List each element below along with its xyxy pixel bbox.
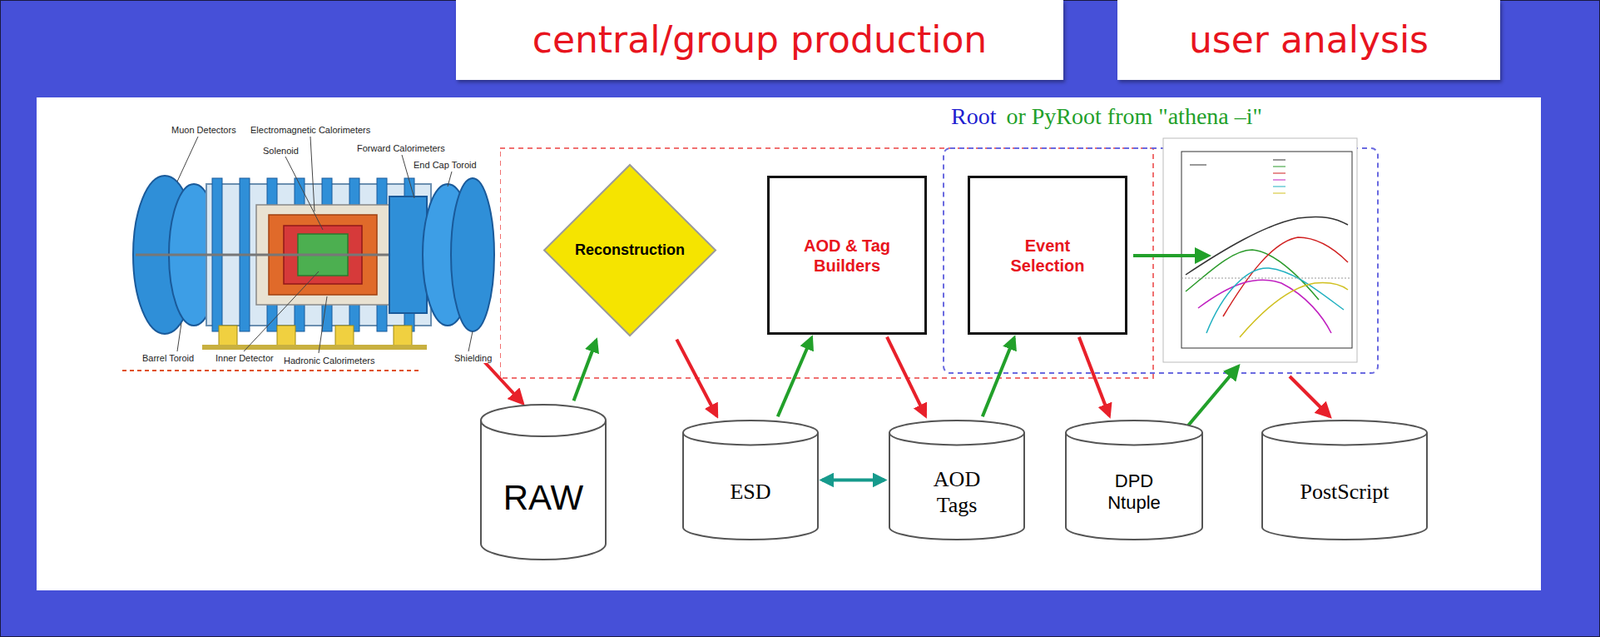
tool-note: Root (950, 103, 997, 130)
diamond-shape (544, 164, 716, 336)
part-label: Shielding (453, 352, 493, 363)
cylinder-rim (1262, 432, 1427, 446)
flow-arrow (1079, 336, 1110, 416)
flow-arrow (822, 478, 885, 482)
node-text: user analysis (1188, 18, 1429, 63)
data-store: DPD Ntuple (1064, 418, 1204, 541)
process-box: AOD & Tag Builders (767, 175, 927, 335)
data-store: RAW (479, 402, 608, 561)
section-header: user analysis (1117, 0, 1501, 80)
node-text: RAW (503, 476, 584, 519)
cylinder-rim (480, 420, 606, 436)
cylinder-rim (889, 432, 1025, 446)
cylinder-body (480, 404, 606, 560)
node-text: Event Selection (1001, 235, 1094, 276)
part-label: Electromagnetic Calorimeters (249, 124, 372, 135)
flow-arrow (886, 336, 926, 417)
cylinder-body (683, 420, 818, 540)
atlas-detector (118, 104, 501, 380)
tool-note: or PyRoot from "athena –i" (1005, 103, 1263, 130)
flow-arrow (574, 340, 597, 401)
node-text: PostScript (1300, 478, 1390, 505)
result-plot (1163, 138, 1358, 362)
node-text: AOD Tags (919, 465, 995, 518)
flow-arrow (982, 337, 1015, 417)
process-diamond: Reconstruction (542, 163, 718, 337)
cylinder-rim (683, 432, 818, 446)
part-label: End Cap Toroid (412, 159, 478, 170)
part-label: Muon Detectors (170, 124, 238, 135)
flow-arrow (1289, 376, 1330, 417)
flow-arrow (777, 337, 813, 417)
process-box: Event Selection (967, 175, 1128, 335)
cylinder-rim (1065, 432, 1203, 446)
part-label: Forward Calorimeters (356, 143, 446, 154)
flow-arrow (480, 357, 523, 403)
production-region (500, 148, 1154, 378)
node-text: Reconstruction (574, 241, 685, 260)
node-text: ESD (729, 478, 771, 505)
part-label: Barrel Toroid (141, 352, 195, 363)
node-text: AOD & Tag Builders (792, 235, 902, 276)
node-text: DPD Ntuple (1092, 470, 1176, 515)
cylinder-body (889, 420, 1025, 540)
data-store: AOD Tags (887, 418, 1026, 541)
part-label: Inner Detector (214, 352, 275, 363)
cylinder-body (1262, 420, 1427, 540)
part-label: Solenoid (262, 145, 300, 156)
section-header: central/group production (455, 0, 1064, 80)
flow-arrow (1133, 253, 1209, 258)
part-label: Hadronic Calorimeters (282, 355, 376, 366)
dashed-underline (122, 369, 419, 372)
node-text: central/group production (532, 18, 988, 63)
data-store: PostScript (1260, 418, 1429, 541)
cylinder-body (1065, 420, 1203, 540)
flow-arrow (676, 339, 717, 417)
data-store: ESD (681, 418, 820, 541)
